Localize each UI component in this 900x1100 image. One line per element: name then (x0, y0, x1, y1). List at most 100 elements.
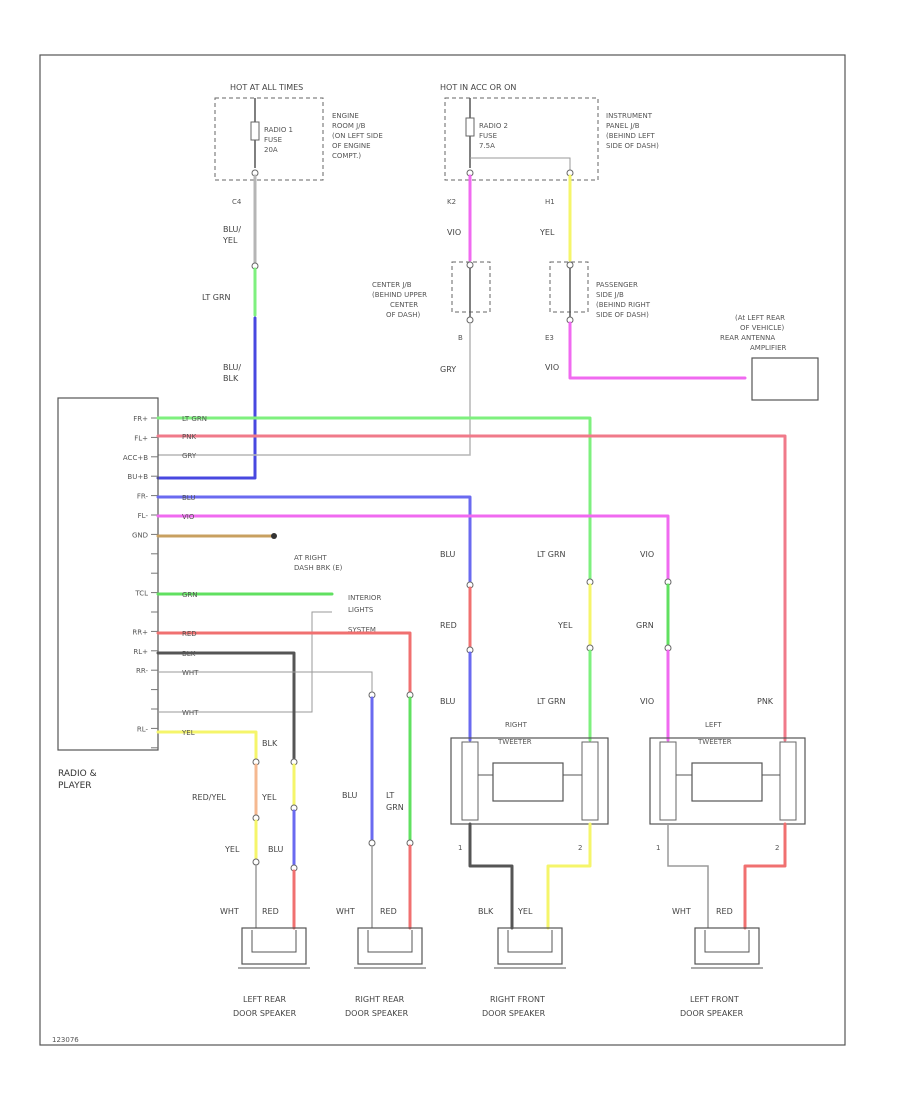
center-jb-line-1: CENTER J/B (372, 281, 412, 289)
rt-label-lt-grn-top: LT GRN (537, 550, 566, 559)
left-rear-speaker-label-1: LEFT REAR (243, 995, 286, 1004)
wire-blu-blk (156, 316, 257, 480)
rf-label-yel: YEL (517, 907, 533, 916)
engine-jb-line-5: COMPT.) (332, 152, 361, 160)
wire-rf-blk (468, 822, 514, 930)
rr-label-blu: BLU (342, 791, 358, 800)
radio-pin-5: FL- (138, 512, 149, 520)
wire-blu-fr-minus (156, 495, 472, 584)
interior-line-3: SYSTEM (348, 626, 376, 634)
wire-blk-rl-plus (156, 651, 296, 762)
lr-splice-5 (252, 858, 260, 866)
wire-pnk-fl-plus (156, 434, 787, 742)
bus-label-blk: BLK (182, 650, 196, 658)
passenger-jb-line-1: PASSENGER (596, 281, 638, 289)
radio-label-2: PLAYER (58, 781, 92, 791)
right-rear-speaker-label-1: RIGHT REAR (355, 995, 405, 1004)
e3-connector-code: E3 (545, 334, 554, 342)
h1-connector-code: H1 (545, 198, 555, 206)
bus-label-vio: VIO (182, 513, 195, 521)
amplifier-box (751, 357, 819, 401)
wire-red-rr-plus (156, 631, 412, 694)
right-rear-speaker-frame (357, 927, 423, 965)
bus-label-wht-2: WHT (182, 709, 199, 717)
interior-line-1: INTERIOR (348, 594, 381, 602)
rr-label-lt: LT (386, 791, 394, 800)
radio-pin-9: TCL (134, 590, 148, 598)
wire-wht-interior (158, 611, 332, 713)
bus-label-blu: BLU (182, 494, 195, 502)
k2-connector-code: K2 (447, 198, 456, 206)
engine-jb-line-4: OF ENGINE (332, 142, 371, 150)
footer-code: 123076 (52, 1036, 79, 1044)
interior-line-2: LIGHTS (348, 606, 374, 614)
left-tweeter-body (691, 762, 763, 802)
lf-label-red: RED (716, 907, 733, 916)
radio-pin-0: FR+ (133, 415, 148, 423)
passenger-jb-box (549, 261, 589, 313)
right-tweeter-body (492, 762, 564, 802)
radio-label-1: RADIO & (58, 769, 97, 779)
bus-label-red: RED (182, 630, 197, 638)
right-tweeter-term-right (581, 741, 599, 821)
instrument-jb-line-4: SIDE OF DASH) (606, 142, 659, 150)
wire-label-gry-vertical: GRY (440, 365, 456, 374)
left-front-speaker-label-1: LEFT FRONT (690, 995, 739, 1004)
right-front-speaker-frame (497, 927, 563, 965)
center-jb-out-terminal (466, 316, 474, 324)
left-tweeter-term-left (659, 741, 677, 821)
hot-acc-on-label: HOT IN ACC OR ON (440, 83, 516, 92)
wire-yel-rl-minus (156, 730, 258, 762)
wire-label-blu-blk-2: BLK (223, 374, 239, 383)
radio-pin-11: RR+ (132, 628, 148, 636)
right-tweeter: RIGHT TWEETER (450, 721, 609, 825)
rr-label-red: RED (380, 907, 397, 916)
radio-pin-13: RR- (136, 667, 148, 675)
left-tweeter: LEFT TWEETER (649, 721, 806, 825)
hot-all-times-label: HOT AT ALL TIMES (230, 83, 303, 92)
lt-label-pnk: PNK (757, 697, 774, 706)
bus-label-pnk: PNK (182, 433, 196, 441)
center-jb-line-2: (BEHIND UPPER (372, 291, 427, 299)
instrument-jb-internal-wire (470, 157, 571, 170)
center-jb-line-3: CENTER (390, 301, 418, 309)
ground-dot (271, 533, 277, 539)
instrument-jb-line-3: (BEHIND LEFT (606, 132, 655, 140)
left-tweeter-box (649, 737, 806, 825)
instrument-jb-line-1: INSTRUMENT (606, 112, 653, 120)
lr-label-yel-low: YEL (224, 845, 240, 854)
wire-label-yel-h1: YEL (539, 228, 555, 237)
radio1-fuse-rating: 20A (264, 146, 278, 154)
left-tweeter-label-1: LEFT (705, 721, 722, 729)
radio-player-box (57, 397, 159, 751)
right-tweeter-term-left (461, 741, 479, 821)
ground-line-2: DASH BRK (E) (294, 564, 343, 572)
radio-pin-12: RL+ (133, 648, 148, 656)
wire-wht-rr-minus (158, 671, 373, 692)
right-front-speaker-cone (507, 930, 553, 953)
radio-pin-6: GND (132, 531, 148, 539)
bus-label-grn: GRN (182, 591, 198, 599)
passenger-jb-line-2: SIDE J/B (596, 291, 624, 299)
rf-pin-one: 1 (458, 844, 462, 852)
wire-vio-fl-minus (156, 514, 670, 582)
passenger-jb-line-4: SIDE OF DASH) (596, 311, 649, 319)
bus-label-wht-1: WHT (182, 669, 199, 677)
radio2-fuse-icon (465, 117, 475, 137)
lt-label-vio-top: VIO (640, 550, 654, 559)
left-tweeter-label-2: TWEETER (697, 738, 732, 746)
radio-pin-4: FR- (137, 493, 149, 501)
b-connector-code: B (458, 334, 463, 342)
left-front-door-speaker: LEFT FRONT DOOR SPEAKER (680, 927, 763, 1018)
lr-label-red-yel: RED/YEL (192, 793, 226, 802)
rt-label-lt-grn-low: LT GRN (537, 697, 566, 706)
right-tweeter-box (450, 737, 609, 825)
radio1-fuse-word: FUSE (264, 136, 282, 144)
left-rear-speaker-frame (241, 927, 307, 965)
left-rear-speaker-label-2: DOOR SPEAKER (233, 1009, 297, 1018)
amp-location-1: (At LEFT REAR (735, 314, 785, 322)
radio-pin-16: RL- (137, 725, 149, 733)
amp-location-3: REAR ANTENNA (720, 334, 775, 342)
lr-label-yel: YEL (261, 793, 277, 802)
